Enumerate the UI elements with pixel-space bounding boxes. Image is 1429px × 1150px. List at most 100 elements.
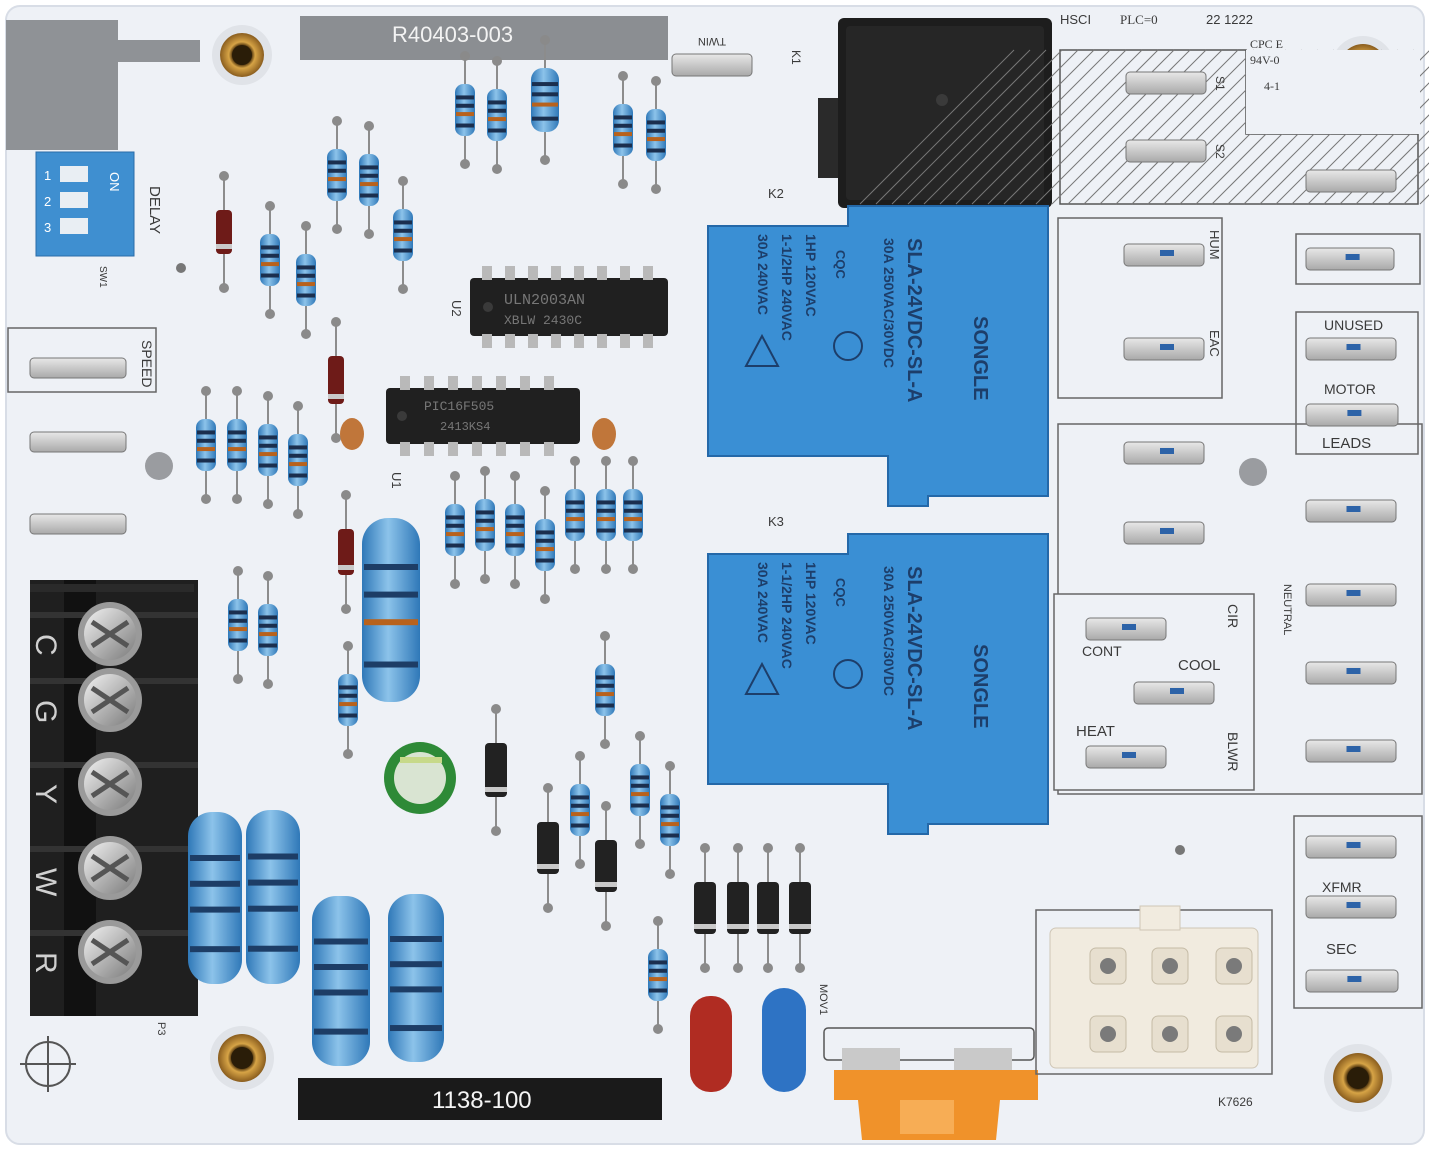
relay-brand: SONGLE (969, 316, 991, 400)
terminal-r[interactable]: R (29, 920, 198, 984)
relay-cert: CQC (833, 578, 848, 608)
silk-block-top-left (6, 20, 200, 150)
header-date: 22 1222 (1206, 12, 1253, 27)
mounting-hole-br (1324, 1044, 1392, 1112)
mov-ref: MOV1 (817, 984, 829, 1015)
ic-u1-marking-1: PIC16F505 (424, 399, 494, 414)
spade-terminal[interactable] (1305, 583, 1397, 607)
board-code: K7626 (1218, 1095, 1253, 1109)
resistor (648, 916, 668, 1034)
resistor (445, 471, 465, 589)
resistor (258, 391, 278, 509)
ic-pin (551, 266, 561, 280)
spade-terminal-s2[interactable] (1125, 139, 1207, 163)
molex-connector[interactable] (1035, 905, 1273, 1075)
cert-4-1: 4-1 (1264, 79, 1280, 93)
eac-label: EAC (1207, 330, 1222, 357)
blade-fuse[interactable] (823, 1027, 1038, 1140)
ic-pin (424, 442, 434, 456)
cert-94v: 94V-0 (1250, 53, 1280, 67)
ic-pin (400, 442, 410, 456)
spade-terminal[interactable] (1305, 895, 1397, 919)
spade-terminal[interactable] (1305, 403, 1399, 427)
molex-pin (1089, 947, 1127, 985)
spade-terminal[interactable] (1123, 243, 1205, 267)
ic-pin (496, 442, 506, 456)
spade-terminal[interactable] (29, 357, 127, 379)
relay-cert: CQC (833, 250, 848, 280)
ceramic-cap-c4 (592, 418, 616, 450)
resistor (613, 71, 633, 189)
power-resistor-r1 (362, 518, 420, 702)
molex-pin (1215, 1015, 1253, 1053)
fiducial (1175, 845, 1185, 855)
spade-terminal[interactable] (1123, 441, 1205, 465)
dip-on-label: ON (107, 172, 122, 192)
dip-switch[interactable]: ON 1 2 3 (35, 151, 135, 257)
fiducial (145, 452, 173, 480)
spade-terminal[interactable] (1305, 661, 1397, 685)
ic-pin (574, 334, 584, 348)
resistor (475, 466, 495, 584)
ic-u2-marking-2: XBLW 2430C (504, 313, 582, 328)
ic-pin (496, 376, 506, 390)
header-plc: PLC=0 (1120, 12, 1158, 27)
terminal-g[interactable]: G (29, 668, 198, 732)
mounting-hole-bl (210, 1026, 274, 1090)
ic-pin (448, 376, 458, 390)
spade-terminal[interactable] (1133, 681, 1215, 705)
spade-terminal[interactable] (1305, 169, 1397, 193)
dip-delay-label: DELAY (146, 186, 163, 234)
spade-terminal[interactable] (29, 431, 127, 453)
resistor (296, 221, 316, 339)
ic-u2-ref: U2 (449, 300, 464, 317)
ic-pin (643, 334, 653, 348)
power-resistor (188, 812, 242, 984)
hum-eac-outline (1057, 217, 1223, 399)
relay-model: SLA-24VDC-SL-A (903, 566, 925, 730)
ic-pin (597, 334, 607, 348)
fiducial (176, 263, 186, 273)
spade-terminal[interactable] (1305, 499, 1397, 523)
power-resistor (388, 894, 444, 1062)
terminal-label: G (29, 700, 62, 723)
spade-terminal-s1[interactable] (1125, 71, 1207, 95)
part-number-top: R40403-003 (392, 22, 513, 47)
spade-terminal[interactable] (1085, 745, 1167, 769)
motor-label: MOTOR (1324, 381, 1376, 397)
ic-pin (505, 334, 515, 348)
spade-terminal[interactable] (1305, 969, 1399, 993)
spade-terminal[interactable] (1305, 739, 1397, 763)
spade-terminal[interactable] (1123, 521, 1205, 545)
terminal-w[interactable]: W (29, 836, 198, 900)
molex-pin (1089, 1015, 1127, 1053)
part-number-bar-bottom (298, 1078, 662, 1120)
spade-terminal[interactable] (29, 513, 127, 535)
resistor (288, 401, 308, 519)
cert-cpc: CPC E (1250, 37, 1283, 51)
terminal-label: C (29, 634, 62, 656)
terminal-c[interactable]: C (29, 602, 198, 666)
ic-u1: PIC16F505 2413KS4 (386, 388, 580, 444)
cool-label: COOL (1178, 657, 1221, 674)
ic-pin (520, 376, 530, 390)
spade-terminal[interactable] (1305, 835, 1397, 859)
resistor (646, 76, 666, 194)
spade-terminal[interactable] (1085, 617, 1167, 641)
terminal-y[interactable]: Y (29, 752, 198, 816)
resistor (630, 731, 650, 849)
twin-terminal[interactable] (671, 53, 753, 77)
molex-pin (1151, 947, 1189, 985)
spade-terminal[interactable] (1305, 337, 1397, 361)
ic-pin (472, 442, 482, 456)
relay-model: SLA-24VDC-SL-A (903, 238, 925, 402)
ic-pin (528, 334, 538, 348)
s1-label: S1 (1213, 76, 1227, 91)
spade-terminal[interactable] (1123, 337, 1205, 361)
spade-terminal[interactable] (1305, 247, 1395, 271)
relay-rating: 30A 240VAC (755, 234, 771, 315)
diode (328, 317, 344, 443)
relay-ref: K3 (768, 514, 784, 529)
